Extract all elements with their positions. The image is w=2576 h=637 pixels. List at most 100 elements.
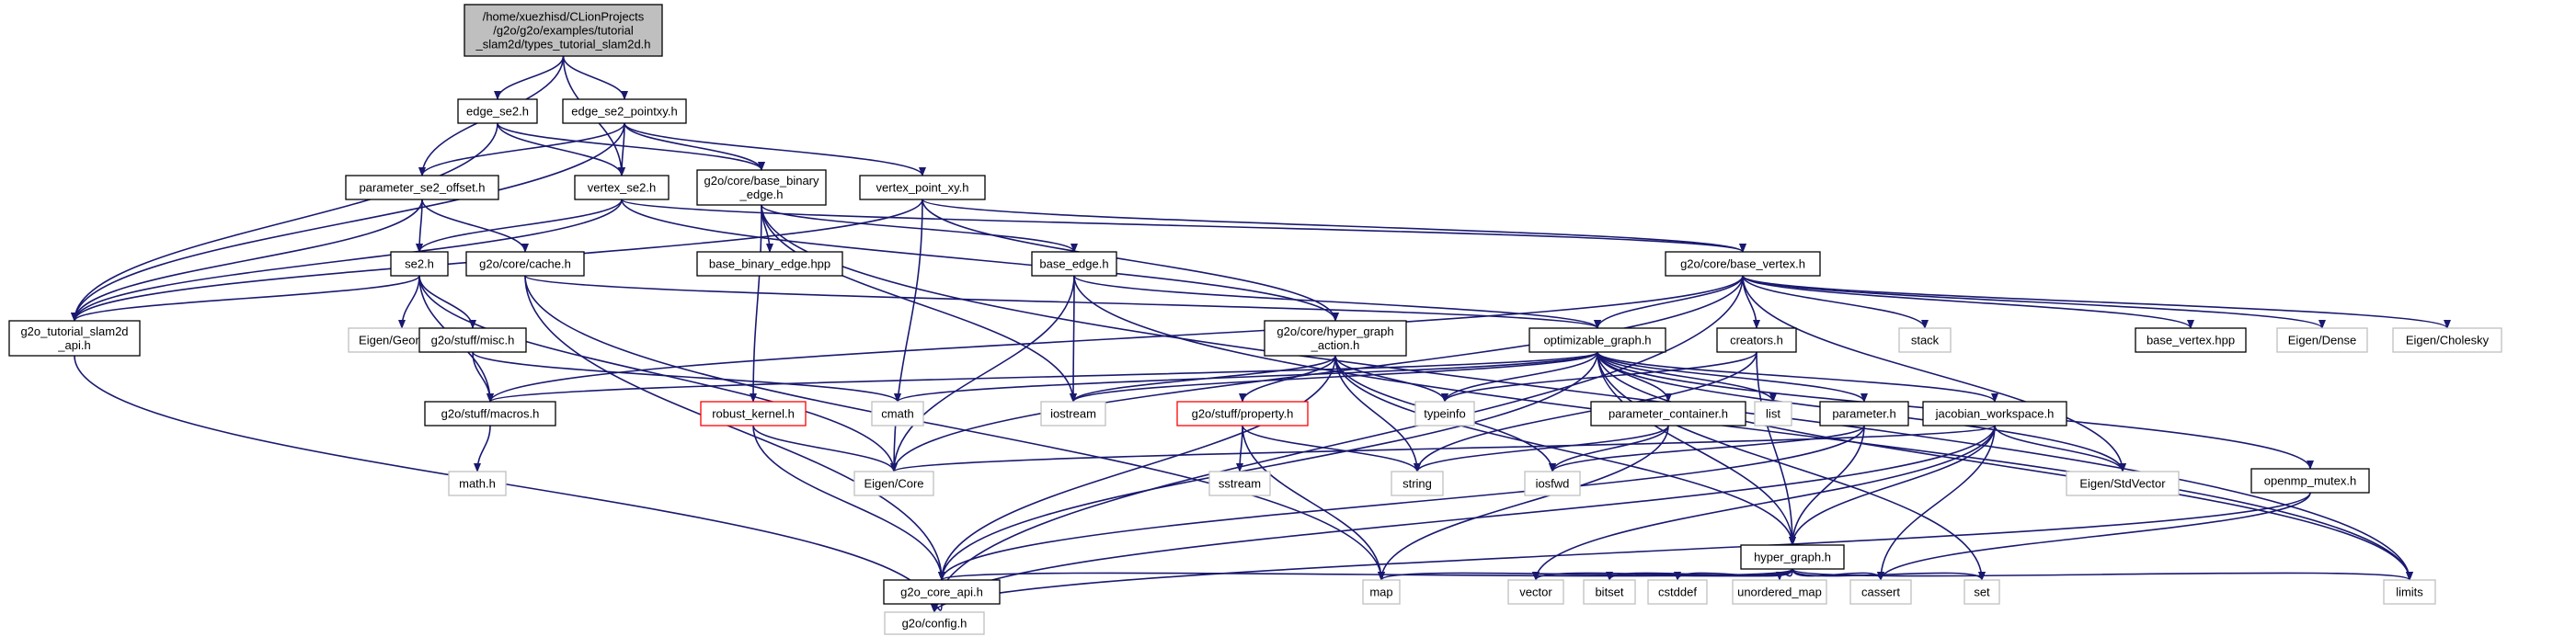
edge-property-to-sstream: [1236, 425, 1244, 472]
node-label: sstream: [1219, 477, 1261, 491]
node-box: [1040, 401, 1106, 427]
node-box: [1031, 251, 1117, 277]
node-box: [1922, 401, 2067, 427]
node-openmp-mutex[interactable]: openmp_mutex.h: [2250, 468, 2370, 494]
edge-edge_se2_pointxy-to-base_binary_edge: [624, 122, 765, 171]
node-robust-kernel[interactable]: robust_kernel.h: [700, 401, 807, 427]
edge-optimizable_graph-to-g2o_core_api: [938, 351, 1598, 581]
node-box: [1362, 579, 1401, 605]
node-box: [700, 401, 807, 427]
node-parameter[interactable]: parameter.h: [1819, 401, 1909, 427]
node-base-edge[interactable]: base_edge.h: [1031, 251, 1117, 277]
node-box: [1647, 579, 1708, 605]
node-edge-se2[interactable]: edge_se2.h: [457, 98, 538, 124]
node-label: _api.h: [57, 338, 90, 352]
edge-base_vertex-to-eigen_cholesky: [1742, 275, 2451, 329]
node-macros[interactable]: g2o/stuff/macros.h: [424, 401, 556, 427]
node-box: [2066, 471, 2180, 496]
node-misc[interactable]: g2o/stuff/misc.h: [418, 327, 527, 353]
edge-base_edge-to-limits: [1073, 275, 2413, 581]
node-label: g2o/config.h: [902, 617, 967, 631]
node-label: se2.h: [405, 257, 434, 271]
node-label: string: [1402, 477, 1432, 491]
node-parameter-container[interactable]: parameter_container.h: [1590, 401, 1746, 427]
edge-cache-to-map: [524, 275, 1385, 581]
edge-edge_se2-to-base_binary_edge: [497, 122, 765, 171]
node-string: string: [1391, 471, 1444, 496]
node-iostream: iostream: [1040, 401, 1106, 427]
node-vertex-se2[interactable]: vertex_se2.h: [574, 175, 670, 200]
node-label: hyper_graph.h: [1754, 551, 1831, 564]
node-label: base_edge.h: [1039, 257, 1108, 271]
node-base-binary-edge[interactable]: g2o/core/base_binary_edge.h: [696, 169, 827, 206]
node-base-binary-edge-hpp[interactable]: base_binary_edge.hpp: [696, 251, 843, 277]
node-cmath: cmath: [871, 401, 924, 427]
node-base-vertex-hpp[interactable]: base_vertex.hpp: [2135, 327, 2247, 353]
node-jacobian-workspace[interactable]: jacobian_workspace.h: [1922, 401, 2067, 427]
node-g2o-core-api[interactable]: g2o_core_api.h: [883, 579, 1001, 605]
edge-parameter-to-hyper_graph: [1789, 425, 1865, 546]
node-box: [1391, 471, 1444, 496]
edge-root-to-edge_se2: [494, 55, 565, 100]
edge-cache-to-g2o_core_api: [524, 275, 945, 581]
node-property[interactable]: g2o/stuff/property.h: [1176, 401, 1309, 427]
node-eigen-cholesky: Eigen/Cholesky: [2392, 327, 2502, 353]
edge-property-to-map: [1242, 425, 1385, 581]
node-label: math.h: [459, 477, 496, 491]
edge-vertex_se2-to-tutorial_api: [71, 199, 623, 322]
node-parameter-se2-offset[interactable]: parameter_se2_offset.h: [345, 175, 499, 200]
node-box: [562, 98, 687, 124]
node-optimizable-graph[interactable]: optimizable_graph.h: [1528, 327, 1666, 353]
node-root: /home/xuezhisd/CLionProjects/g2o/g2o/exa…: [464, 4, 663, 57]
node-hyper-graph-action[interactable]: g2o/core/hyper_graph_action.h: [1264, 320, 1407, 357]
edge-base_vertex-to-optimizable_graph: [1594, 275, 1744, 329]
node-label: cassert: [1861, 586, 1900, 599]
edge-base_vertex-to-g2o_config: [931, 275, 1744, 613]
node-cstddef: cstddef: [1647, 579, 1708, 605]
node-label: g2o/stuff/property.h: [1192, 407, 1294, 421]
node-edge-se2-pointxy[interactable]: edge_se2_pointxy.h: [562, 98, 687, 124]
edge-optimizable_graph-to-parameter: [1597, 351, 1868, 403]
node-label: Eigen/Dense: [2288, 334, 2356, 347]
node-box: [574, 175, 670, 200]
node-box: [1176, 401, 1309, 427]
node-box: [1524, 471, 1581, 496]
node-limits: limits: [2383, 579, 2436, 605]
node-label: /home/xuezhisd/CLionProjects: [483, 10, 645, 24]
node-label: stack: [1911, 334, 1940, 347]
node-cache[interactable]: g2o/core/cache.h: [465, 251, 585, 277]
edge-creators-to-hyper_graph: [1756, 351, 1796, 546]
edge-robust_kernel-to-g2o_core_api: [752, 425, 945, 581]
edge-se2-to-eigen_geometry: [398, 275, 420, 329]
node-vertex-point-xy[interactable]: vertex_point_xy.h: [859, 175, 986, 200]
edge-hyper_graph-to-cassert: [1792, 568, 1884, 581]
edge-hyper_graph-to-unordered_map: [1776, 568, 1793, 581]
node-hyper-graph[interactable]: hyper_graph.h: [1740, 544, 1845, 570]
edge-root-to-edge_se2_pointxy: [562, 55, 628, 100]
edge-vertex_se2-to-base_vertex: [621, 199, 1746, 253]
node-tutorial-api[interactable]: g2o_tutorial_slam2d_api.h: [8, 320, 141, 357]
node-base-vertex[interactable]: g2o/core/base_vertex.h: [1665, 251, 1821, 277]
edge-base_vertex-to-eigen_dense: [1742, 275, 2326, 329]
edge-edge_se2_pointxy-to-vertex_point_xy: [624, 122, 926, 176]
node-box: [1583, 579, 1636, 605]
node-box: [2383, 579, 2436, 605]
node-se2[interactable]: se2.h: [390, 251, 449, 277]
node-box: [1507, 579, 1564, 605]
node-box: [1716, 327, 1797, 353]
node-bitset: bitset: [1583, 579, 1636, 605]
edge-edge_se2_pointxy-to-tutorial_api: [71, 122, 625, 322]
edge-parameter_container-to-map: [1378, 425, 1669, 581]
node-label: /g2o/g2o/examples/tutorial: [493, 24, 634, 38]
edge-openmp_mutex-to-g2o_config: [931, 492, 2311, 613]
edge-jacobian_workspace-to-hyper_graph: [1789, 425, 1996, 546]
node-cassert: cassert: [1849, 579, 1912, 605]
node-box: [1208, 471, 1271, 496]
edge-base_vertex-to-macros: [487, 275, 1744, 403]
node-creators[interactable]: creators.h: [1716, 327, 1797, 353]
node-label: unordered_map: [1737, 586, 1822, 599]
edge-jacobian_workspace-to-g2o_config: [931, 425, 1996, 613]
edge-se2-to-eigen_core: [418, 275, 898, 472]
edge-g2o_core_api-to-g2o_config: [931, 603, 943, 613]
